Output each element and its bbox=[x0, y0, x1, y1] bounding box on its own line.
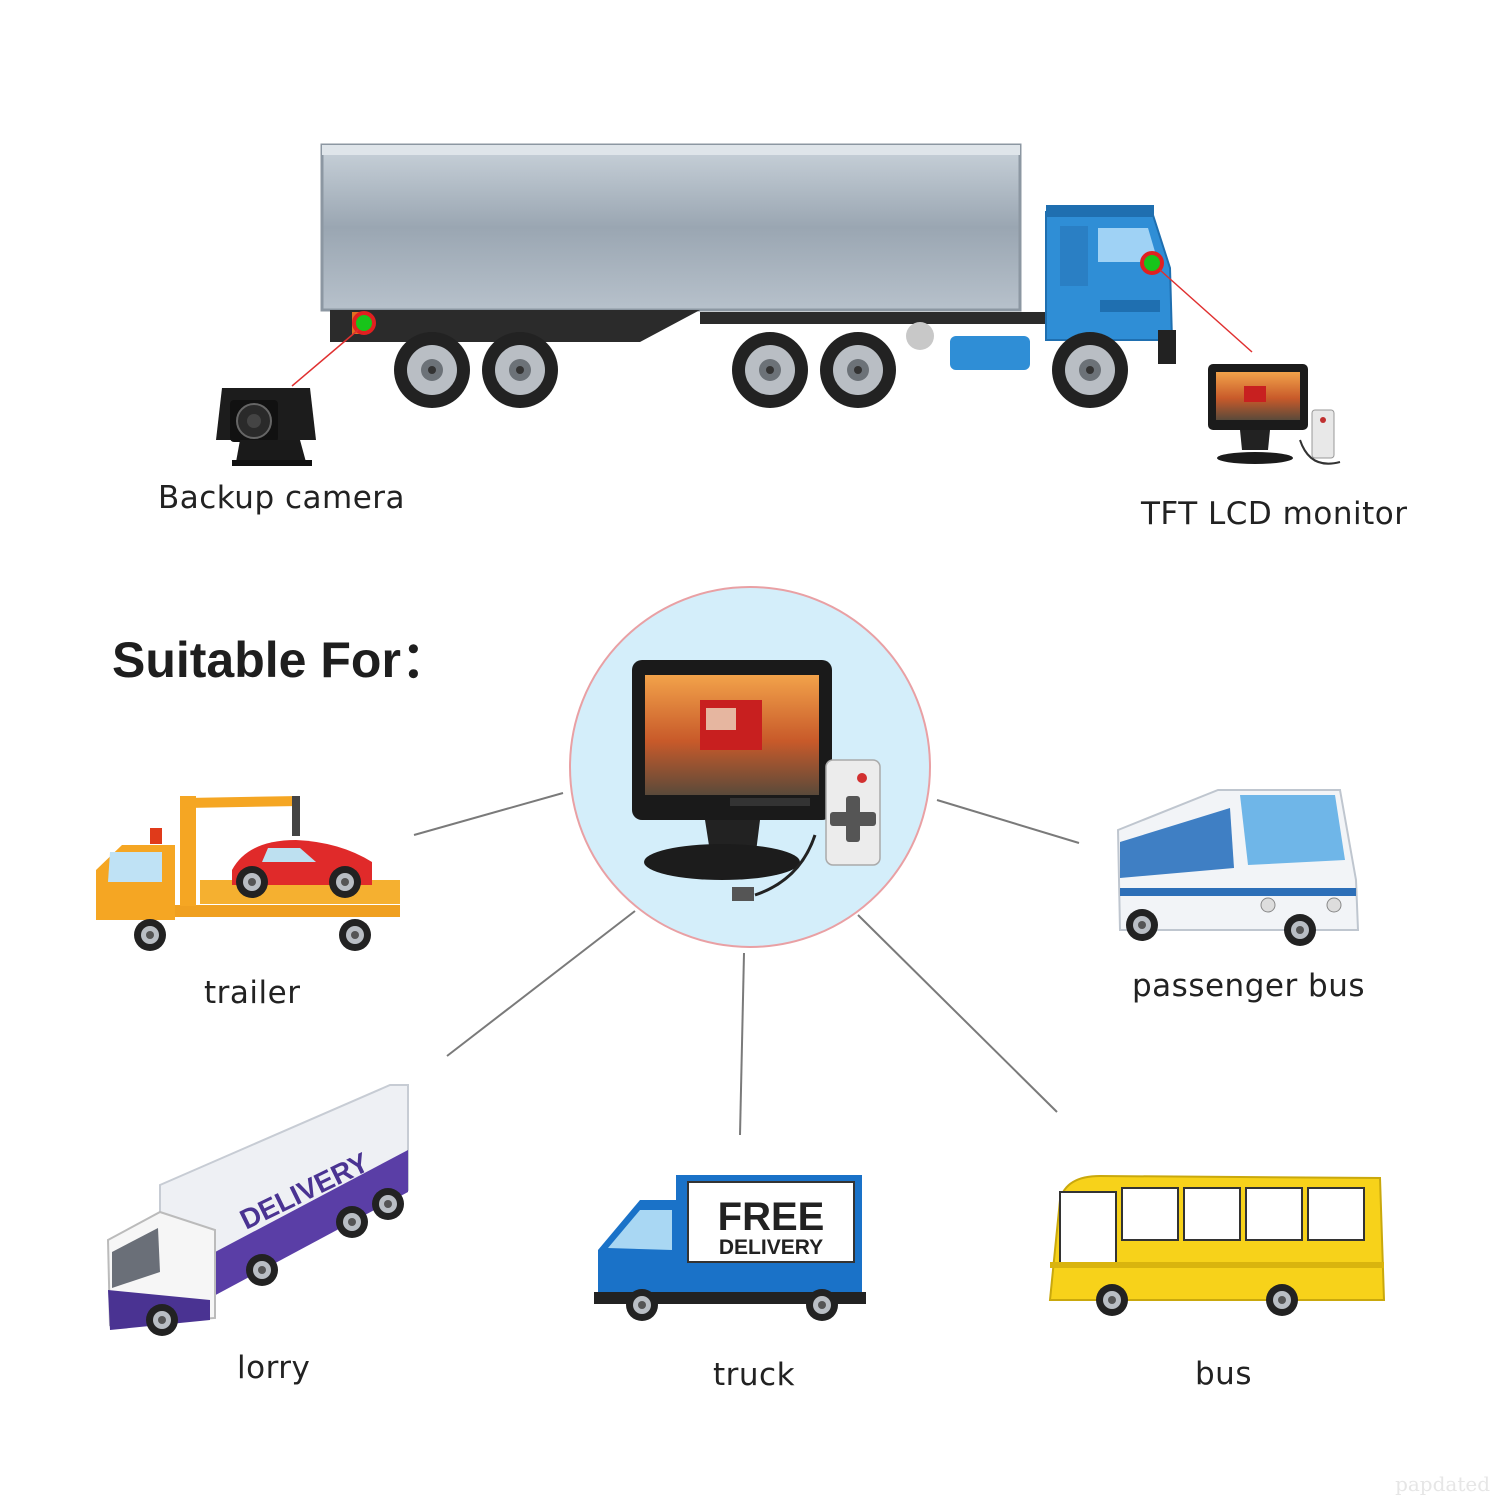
center-monitor-circle bbox=[413, 586, 1080, 1136]
truck-sign-line2: DELIVERY bbox=[719, 1236, 823, 1259]
vehicle-label-truck: truck bbox=[713, 1357, 796, 1393]
lcd-monitor-icon bbox=[1208, 364, 1341, 465]
vehicle-label-passenger-bus: passenger bus bbox=[1132, 968, 1366, 1004]
vehicle-label-trailer: trailer bbox=[204, 975, 301, 1011]
camera-mount-indicator bbox=[352, 311, 376, 335]
backup-camera-label: Backup camera bbox=[158, 480, 406, 516]
delivery-lorry-icon: DELIVERY bbox=[106, 1084, 409, 1336]
delivery-truck-icon: FREE DELIVERY bbox=[594, 1175, 866, 1321]
backup-camera-icon bbox=[216, 388, 316, 466]
monitor-mount-indicator bbox=[1140, 251, 1164, 275]
tft-lcd-monitor-label: TFT LCD monitor bbox=[1141, 496, 1408, 532]
semi-truck-illustration bbox=[291, 143, 1253, 408]
tow-truck-icon bbox=[96, 796, 400, 951]
vehicle-label-lorry: lorry bbox=[237, 1350, 311, 1386]
vehicle-label-bus: bus bbox=[1195, 1356, 1252, 1392]
truck-sign-line1: FREE bbox=[718, 1195, 825, 1239]
passenger-bus-icon bbox=[1116, 789, 1360, 946]
watermark: papdated bbox=[1395, 1472, 1490, 1496]
monitor-with-remote-icon bbox=[632, 660, 881, 901]
suitable-for-heading: Suitable For： bbox=[112, 632, 451, 688]
school-bus-icon bbox=[1048, 1174, 1386, 1316]
